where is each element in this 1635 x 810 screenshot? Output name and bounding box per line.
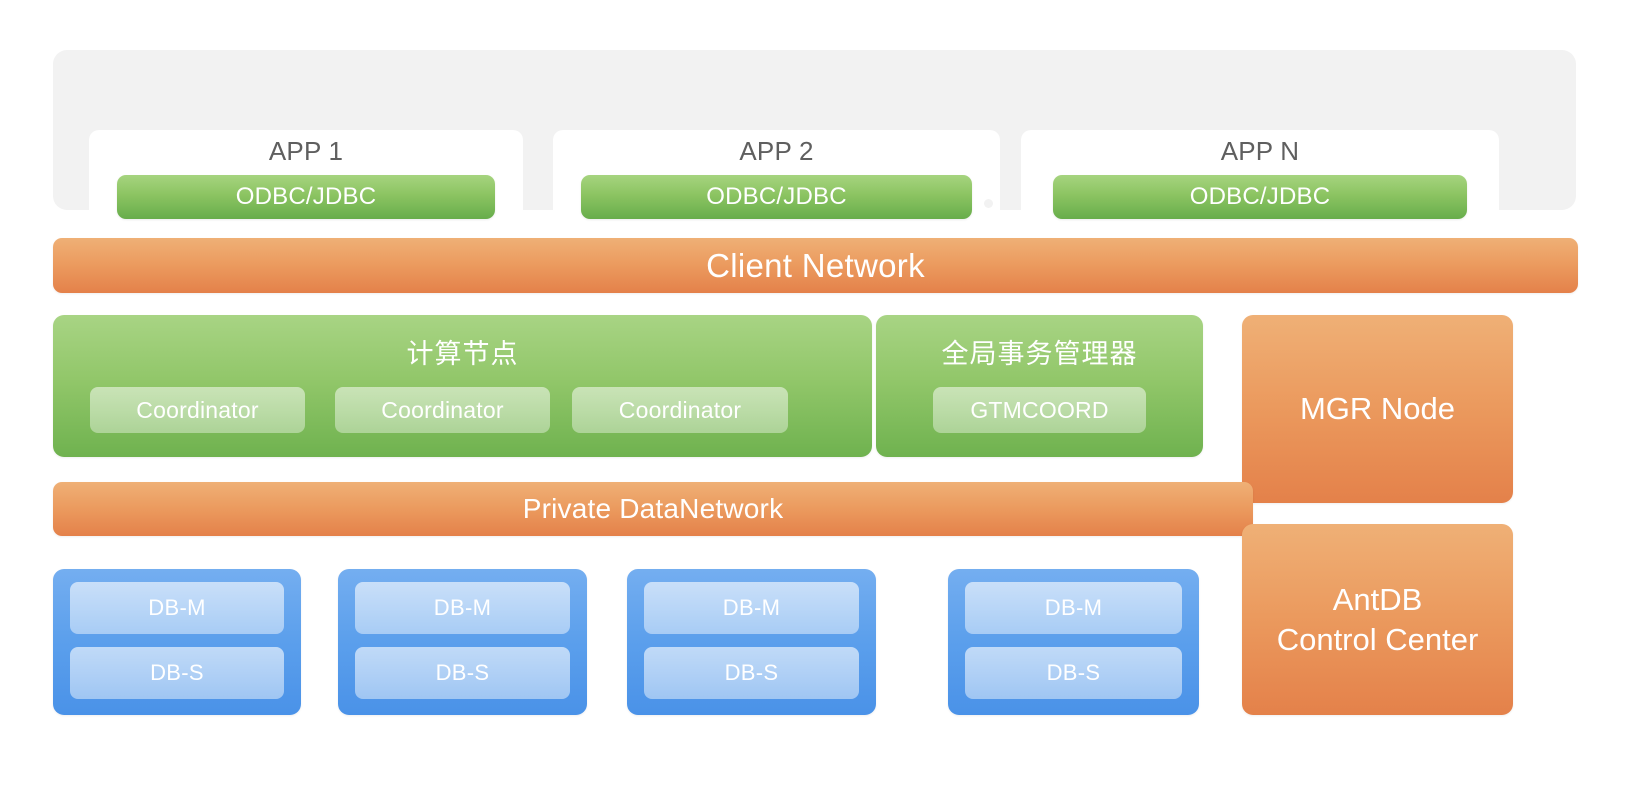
coordinator-node-1[interactable]: Coordinator [90,387,305,433]
db-slave-1[interactable]: DB-S [70,647,284,699]
app-title-n: APP N [1220,136,1300,166]
db-group-1: DB-M DB-S [53,569,301,715]
mgr-node-card[interactable]: MGR Node [1242,315,1513,503]
gtm-panel: 全局事务管理器 GTMCOORD [876,315,1203,457]
db-slave-2[interactable]: DB-S [355,647,570,699]
ellipsis-dot-2 [1043,148,1052,157]
gtmcoord-node[interactable]: GTMCOORD [933,387,1146,433]
app-title-1: APP 1 [268,136,344,166]
coordinator-node-3[interactable]: Coordinator [572,387,788,433]
app-box-2[interactable]: APP 2 ODBC/JDBC [553,130,1000,235]
odbc-jdbc-connector-1[interactable]: ODBC/JDBC [117,175,495,219]
application-layer-container: APP 1 ODBC/JDBC APP 2 ODBC/JDBC APP N OD… [53,50,1576,235]
antdb-control-center-line1: AntDB [1332,581,1423,617]
antdb-control-center-line2: Control Center [1276,621,1479,657]
coordinator-node-2[interactable]: Coordinator [335,387,550,433]
ellipsis-dot-3 [984,199,993,208]
odbc-jdbc-connector-2[interactable]: ODBC/JDBC [581,175,972,219]
private-data-network-label: Private DataNetwork [522,493,784,524]
app-title-2: APP 2 [739,136,814,166]
app-box-n[interactable]: APP N ODBC/JDBC [1021,130,1499,235]
ellipsis-dot-1 [1027,148,1036,157]
odbc-jdbc-connector-n[interactable]: ODBC/JDBC [1053,175,1467,219]
antdb-control-center-text: AntDB Control Center [1277,580,1479,659]
db-slave-4[interactable]: DB-S [965,647,1182,699]
private-data-network-bar: Private DataNetwork [53,482,1253,536]
db-group-2: DB-M DB-S [338,569,587,715]
compute-node-title: 计算节点 [406,339,519,369]
client-network-label: Client Network [706,246,925,284]
db-group-4: DB-M DB-S [948,569,1199,715]
db-master-3[interactable]: DB-M [644,582,859,634]
db-master-4[interactable]: DB-M [965,582,1182,634]
client-network-bar: Client Network [53,238,1578,293]
db-master-1[interactable]: DB-M [70,582,284,634]
antdb-control-center-card[interactable]: AntDB Control Center [1242,524,1513,715]
app-box-1[interactable]: APP 1 ODBC/JDBC [89,130,523,235]
compute-node-panel: 计算节点 Coordinator Coordinator Coordinator [53,315,872,457]
db-master-2[interactable]: DB-M [355,582,570,634]
odbc-jdbc-connector-n-label: ODBC/JDBC [1189,183,1331,210]
mgr-node-label: MGR Node [1299,391,1456,427]
db-slave-3[interactable]: DB-S [644,647,859,699]
db-group-3: DB-M DB-S [627,569,876,715]
gtm-title: 全局事务管理器 [941,339,1138,369]
